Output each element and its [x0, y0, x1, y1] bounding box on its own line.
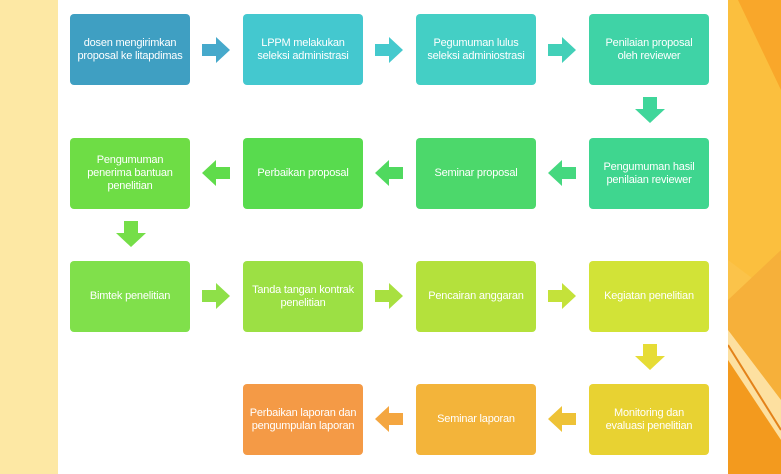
- step-8-box: Pengumuman penerima bantuan penelitian: [70, 138, 190, 209]
- step-12-box: Kegiatan penelitian: [589, 261, 709, 332]
- flow-arrow-left-icon: [548, 160, 576, 191]
- flow-arrow-down-icon: [635, 344, 665, 375]
- step-9-box: Bimtek penelitian: [70, 261, 190, 332]
- step-4-box: Penilaian proposal oleh reviewer: [589, 14, 709, 85]
- flow-arrow-right-icon: [375, 37, 403, 68]
- step-6-box: Seminar proposal: [416, 138, 536, 209]
- decorative-stripes: [728, 0, 781, 474]
- flow-arrow-right-icon: [375, 283, 403, 314]
- step-15-box: Perbaikan laporan dan pengumpulan lapora…: [243, 384, 363, 455]
- step-11-box: Pencairan anggaran: [416, 261, 536, 332]
- flow-arrow-left-icon: [375, 406, 403, 437]
- flow-arrow-right-icon: [202, 37, 230, 68]
- flow-arrow-left-icon: [375, 160, 403, 191]
- flow-arrow-down-icon: [116, 221, 146, 252]
- flow-arrow-right-icon: [202, 283, 230, 314]
- step-3-box: Pegumuman lulus seleksi adminiostrasi: [416, 14, 536, 85]
- step-13-box: Monitoring dan evaluasi penelitian: [589, 384, 709, 455]
- step-5-box: Pengumuman hasil penilaian reviewer: [589, 138, 709, 209]
- step-7-box: Perbaikan proposal: [243, 138, 363, 209]
- step-14-box: Seminar laporan: [416, 384, 536, 455]
- flow-arrow-down-icon: [635, 97, 665, 128]
- left-background-strip: [0, 0, 58, 474]
- flow-arrow-right-icon: [548, 283, 576, 314]
- step-10-box: Tanda tangan kontrak penelitian: [243, 261, 363, 332]
- flow-arrow-left-icon: [202, 160, 230, 191]
- flow-arrow-right-icon: [548, 37, 576, 68]
- right-decoration: [728, 0, 781, 474]
- step-2-box: LPPM melakukan seleksi administrasi: [243, 14, 363, 85]
- step-1-box: dosen mengirimkan proposal ke litapdimas: [70, 14, 190, 85]
- flow-arrow-left-icon: [548, 406, 576, 437]
